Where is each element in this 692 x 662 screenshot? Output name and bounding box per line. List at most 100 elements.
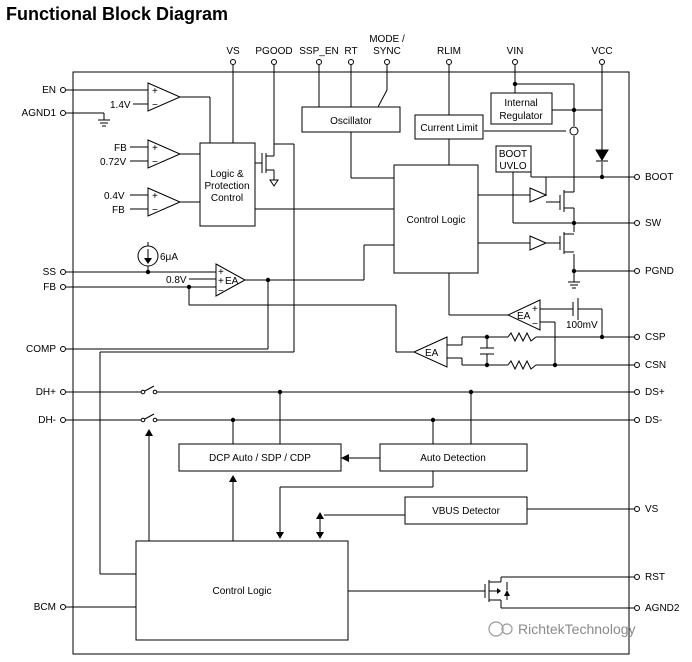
oscillator-block xyxy=(301,106,401,133)
boot-uvlo-line2: UVLO xyxy=(499,161,526,172)
pin-label-vs-right: VS xyxy=(645,504,659,515)
pin-rlim xyxy=(446,59,452,65)
pin-label-bcm: BCM xyxy=(34,602,56,613)
label-fb-b: FB xyxy=(112,205,125,216)
internal-reg-line2: Regulator xyxy=(499,111,543,122)
pin-sw xyxy=(634,220,640,226)
pin-agnd1 xyxy=(60,110,66,116)
pin-csp xyxy=(634,334,640,340)
pin-dh-minus xyxy=(60,417,66,423)
pin-label-dh-plus: DH+ xyxy=(36,387,56,398)
pin-vin xyxy=(512,59,518,65)
pin-pgood xyxy=(271,59,277,65)
diagram-title: Functional Block Diagram xyxy=(6,4,228,24)
svg-text:−: − xyxy=(218,286,224,297)
pin-label-ds-minus: DS- xyxy=(645,415,662,426)
label-1v4: 1.4V xyxy=(110,100,131,111)
pin-label-comp: COMP xyxy=(26,344,56,355)
pin-rst xyxy=(634,574,640,580)
svg-text:−: − xyxy=(152,205,158,216)
pin-label-fb: FB xyxy=(43,282,56,293)
pin-label-ss: SS xyxy=(43,267,57,278)
control-logic-top-block xyxy=(393,164,479,274)
pin-ds-minus xyxy=(634,417,640,423)
annotations: 1.4V FB 0.72V 0.4V FB 6μA 0.8V 100mV xyxy=(100,100,598,331)
pin-ss xyxy=(60,269,66,275)
pin-label-dh-minus: DH- xyxy=(38,415,56,426)
pin-dh-plus xyxy=(60,389,66,395)
label-0v72: 0.72V xyxy=(100,157,126,168)
vbus-detector-block xyxy=(404,496,528,525)
svg-text:+: + xyxy=(532,304,538,315)
internal-reg-line1: Internal xyxy=(504,98,537,109)
svg-text:+: + xyxy=(152,143,158,154)
pin-bcm xyxy=(60,604,66,610)
ea2-label: EA xyxy=(517,311,531,322)
dcp-label: DCP Auto / SDP / CDP xyxy=(209,453,311,464)
pin-label-ds-plus: DS+ xyxy=(645,387,665,398)
pin-boot xyxy=(634,174,640,180)
pin-label-agnd2: AGND2 xyxy=(645,603,680,614)
top-pins: VS PGOOD SSP_EN RT MODE / SYNC RLIM VIN … xyxy=(226,34,613,65)
error-amplifier-3 xyxy=(412,336,448,368)
pin-label-rst: RST xyxy=(645,572,665,583)
pin-label-rlim: RLIM xyxy=(437,46,461,57)
pin-pgnd xyxy=(634,268,640,274)
junctions xyxy=(145,81,605,423)
ea1-label: EA xyxy=(225,276,239,287)
svg-text:−: − xyxy=(152,100,158,111)
logic-line2: Protection xyxy=(204,181,249,192)
oscillator-label: Oscillator xyxy=(330,116,372,127)
pin-label-vin: VIN xyxy=(507,46,524,57)
svg-text:+: + xyxy=(218,267,224,278)
pin-en xyxy=(60,87,66,93)
uv-comparator xyxy=(147,187,182,217)
pin-label-agnd1: AGND1 xyxy=(22,108,57,119)
label-0v8: 0.8V xyxy=(166,275,187,286)
logic-protection-block xyxy=(199,142,256,227)
auto-detection-label: Auto Detection xyxy=(420,453,486,464)
pin-label-pgood: PGOOD xyxy=(255,46,292,57)
pin-label-csp: CSP xyxy=(645,332,666,343)
logic-line3: Control xyxy=(211,193,243,204)
pin-ds-plus xyxy=(634,389,640,395)
left-pins: EN AGND1 SS FB COMP DH+ DH- BCM xyxy=(22,85,66,613)
control-logic-bottom-label: Control Logic xyxy=(213,586,272,597)
fb-comparator xyxy=(147,139,182,169)
pin-vs-right xyxy=(634,506,640,512)
pin-rt xyxy=(348,59,354,65)
pin-label-boot: BOOT xyxy=(645,172,673,183)
pin-label-sw: SW xyxy=(645,218,662,229)
pin-label-csn: CSN xyxy=(645,360,666,371)
vbus-detector-label: VBUS Detector xyxy=(432,506,500,517)
svg-text:+: + xyxy=(152,86,158,97)
en-comparator xyxy=(147,82,182,112)
control-logic-bottom-block xyxy=(135,540,349,641)
pin-label-pgnd: PGND xyxy=(645,266,674,277)
label-100mv: 100mV xyxy=(566,320,598,331)
svg-text:−: − xyxy=(152,157,158,168)
pin-ssp-en xyxy=(316,59,322,65)
amplifiers: + − + − + − EA + + − EA + − EA xyxy=(147,82,548,368)
auto-detection-block xyxy=(379,443,528,472)
svg-text:−: − xyxy=(532,319,538,330)
current-limit-label: Current Limit xyxy=(420,123,477,134)
control-logic-top-label: Control Logic xyxy=(407,215,466,226)
ea3-label: EA xyxy=(425,348,439,359)
pin-label-sync: SYNC xyxy=(373,46,401,57)
svg-text:+: + xyxy=(152,191,158,202)
svg-text:+: + xyxy=(218,276,224,287)
error-amplifier-2 xyxy=(506,299,541,331)
error-amplifier-1 xyxy=(215,263,247,297)
pin-label-mode: MODE / xyxy=(369,34,405,45)
pin-label-rt: RT xyxy=(344,46,357,57)
boot-uvlo-block xyxy=(495,145,532,173)
pin-agnd2 xyxy=(634,605,640,611)
logic-line1: Logic & xyxy=(210,169,244,180)
label-fb-a: FB xyxy=(114,143,127,154)
pin-vcc xyxy=(599,59,605,65)
pin-comp xyxy=(60,346,66,352)
hs-driver xyxy=(529,187,548,203)
pin-label-vs-top: VS xyxy=(226,46,240,57)
